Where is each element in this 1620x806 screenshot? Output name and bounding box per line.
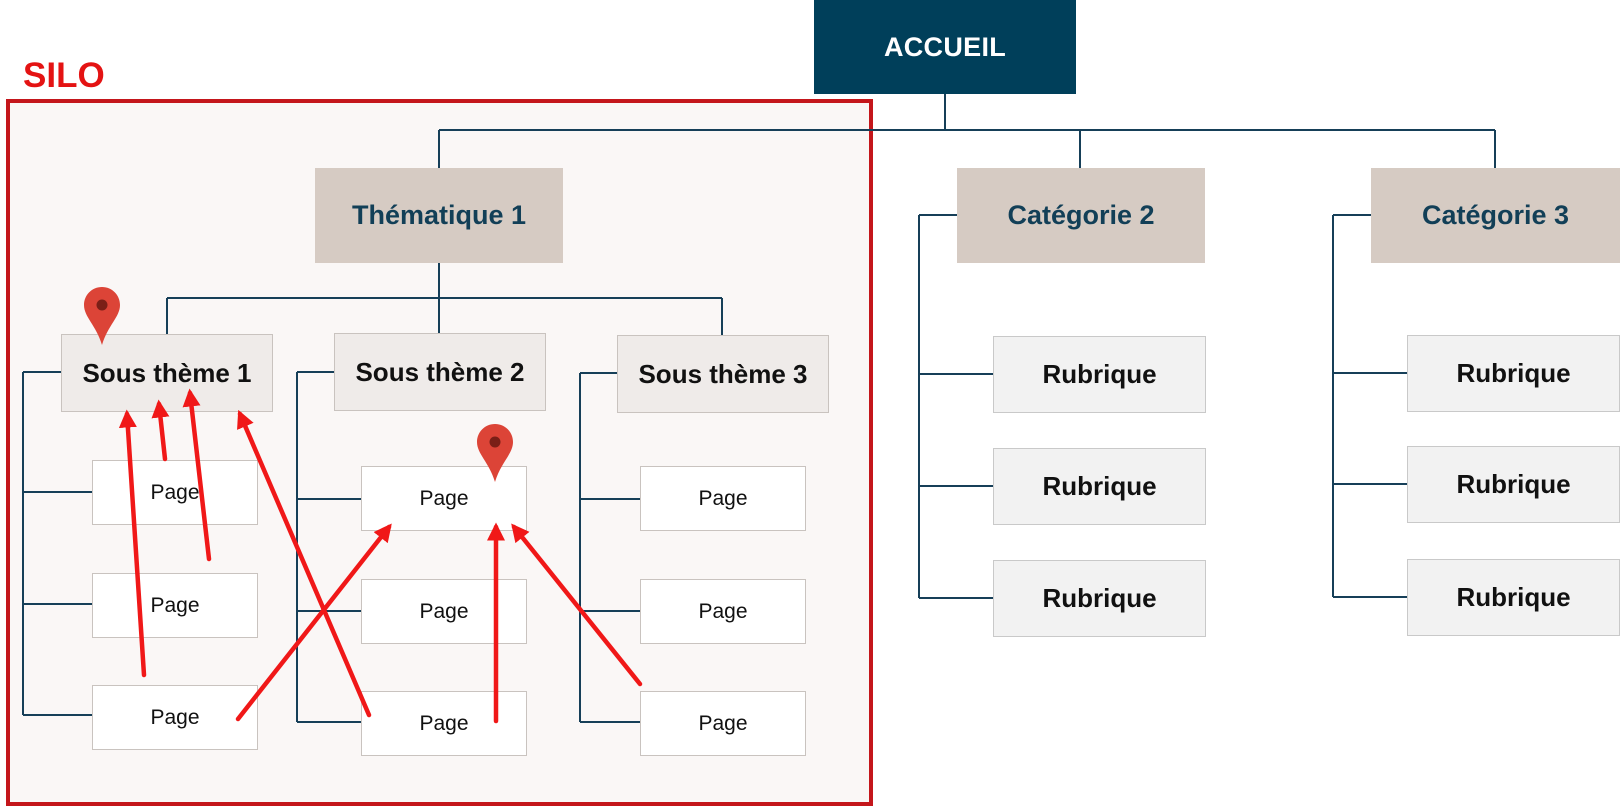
node-page: Page: [361, 466, 527, 531]
node-sous-theme-1: Sous thème 1: [61, 334, 273, 412]
node-sous-theme-3: Sous thème 3: [617, 335, 829, 413]
node-page: Page: [92, 573, 258, 638]
node-page: Page: [92, 685, 258, 750]
node-rubrique: Rubrique: [1407, 335, 1620, 412]
node-categorie-3: Catégorie 3: [1371, 168, 1620, 263]
node-page: Page: [92, 460, 258, 525]
node-page: Page: [640, 691, 806, 756]
node-thematique-1: Thématique 1: [315, 168, 563, 263]
node-accueil: ACCUEIL: [814, 0, 1076, 94]
node-rubrique: Rubrique: [993, 336, 1206, 413]
node-rubrique: Rubrique: [993, 448, 1206, 525]
map-pin-icon: [84, 287, 120, 345]
node-rubrique: Rubrique: [993, 560, 1206, 637]
node-sous-theme-2: Sous thème 2: [334, 333, 546, 411]
node-page: Page: [640, 466, 806, 531]
map-pin-icon: [477, 424, 513, 482]
silo-label: SILO: [23, 56, 105, 95]
node-page: Page: [361, 691, 527, 756]
node-rubrique: Rubrique: [1407, 559, 1620, 636]
node-rubrique: Rubrique: [1407, 446, 1620, 523]
node-page: Page: [361, 579, 527, 644]
node-categorie-2: Catégorie 2: [957, 168, 1205, 263]
node-page: Page: [640, 579, 806, 644]
